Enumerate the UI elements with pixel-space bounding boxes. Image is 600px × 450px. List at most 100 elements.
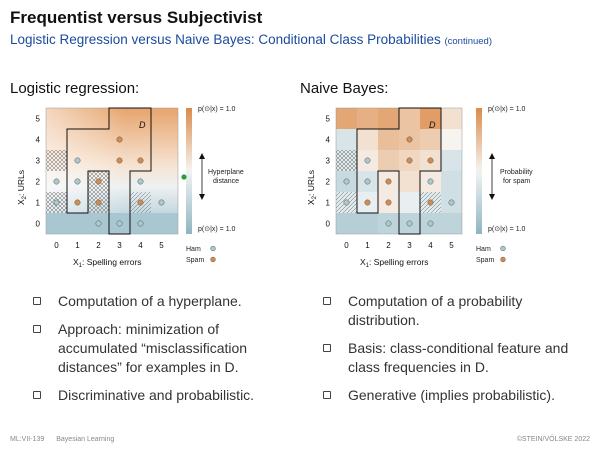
lr-x-axis-label: X1: Spelling errors — [73, 257, 142, 269]
left-bullet-list: Computation of a hyperplane. Approach: m… — [28, 292, 290, 414]
nb-spam-point — [385, 199, 392, 206]
right-bullet-3: Generative (implies probabilistic). — [318, 386, 593, 405]
lr-ham-point — [116, 220, 123, 227]
nb-spam-point — [364, 199, 371, 206]
lr-bar-mid-label-2: distance — [213, 178, 239, 185]
nb-x-axis-label: X1: Spelling errors — [360, 257, 429, 269]
nb-ham-point — [427, 178, 434, 185]
footer-topic: Bayesian Learning — [56, 436, 115, 443]
lr-y-tick-label: 5 — [36, 115, 41, 124]
nb-y-tick-label: 2 — [326, 178, 331, 187]
nb-y-tick-label: 1 — [326, 199, 331, 208]
nb-spam-point — [406, 157, 413, 164]
lr-y-axis-label: X2: URLs — [16, 170, 28, 205]
nb-bar-mid-label-2: for spam — [503, 178, 530, 185]
nb-cell — [399, 108, 420, 129]
lr-ham-point — [53, 178, 60, 185]
lr-x-tick-label: 1 — [75, 241, 80, 250]
lr-ham-point — [95, 220, 102, 227]
lr-spam-point — [95, 178, 102, 185]
right-heading: Naive Bayes: — [300, 80, 389, 97]
nb-cell — [441, 129, 462, 150]
nb-x-tick-label: 5 — [449, 241, 454, 250]
nb-y-tick-label: 4 — [326, 136, 331, 145]
nb-legend-ham-label: Ham — [476, 246, 491, 253]
nb-probability-arrow — [489, 153, 495, 200]
nb-cell — [336, 108, 357, 129]
lr-ham-point — [137, 220, 144, 227]
lr-hatched-cells — [46, 150, 151, 213]
nb-x-tick-label: 2 — [386, 241, 391, 250]
bullet-box-icon — [323, 391, 331, 399]
nb-cell — [441, 150, 462, 171]
bullet-line: Generative (implies probabilistic). — [348, 387, 555, 403]
lr-legend-spam-label: Spam — [186, 257, 204, 264]
nb-region-d-boundary — [356, 107, 442, 235]
lr-current-value-marker — [181, 174, 187, 180]
nb-cell — [420, 108, 441, 129]
nb-cell — [441, 171, 462, 192]
slide-subtitle: Logistic Regression versus Naive Bayes: … — [10, 32, 492, 47]
slide-title: Frequentist versus Subjectivist — [10, 8, 263, 27]
nb-cell — [378, 150, 399, 171]
lr-region-d-boundary — [66, 107, 152, 235]
nb-spam-point — [385, 178, 392, 185]
left-bullet-1: Computation of a hyperplane. — [28, 292, 290, 311]
nb-y-axis-label: X2: URLs — [306, 170, 318, 205]
lr-region-label: D — [139, 120, 146, 130]
nb-region-label: D — [429, 120, 436, 130]
bullet-line: Computation of a hyperplane. — [58, 293, 242, 309]
bullet-line: Approach: minimization of — [58, 321, 220, 337]
nb-cell — [357, 129, 378, 150]
bullet-box-icon — [33, 297, 41, 305]
lr-ham-point — [53, 199, 60, 206]
nb-bar-top-label: p(⊙|x) = 1.0 — [488, 106, 526, 113]
nb-spam-point — [427, 199, 434, 206]
nb-ham-point — [343, 178, 350, 185]
left-heading: Logistic regression: — [10, 80, 140, 97]
lr-legend-ham-label: Ham — [186, 246, 201, 253]
bullet-line: distances” for examples in D. — [58, 359, 239, 375]
bullet-box-icon — [323, 344, 331, 352]
nb-cell — [378, 108, 399, 129]
bullet-line: class frequencies in D. — [348, 359, 489, 375]
nb-legend-spam-label: Spam — [476, 257, 494, 264]
lr-bar-bottom-label: p(⊙|x) = 1.0 — [198, 226, 236, 233]
nb-legend-spam-icon — [500, 256, 506, 263]
nb-cell — [336, 213, 357, 234]
lr-bar-mid-label-1: Hyperplane — [208, 169, 244, 176]
nb-spam-point — [406, 136, 413, 143]
nb-cell — [357, 108, 378, 129]
bullet-line: Computation of a probability — [348, 293, 523, 309]
nb-y-tick-label: 5 — [326, 115, 331, 124]
nb-ham-point — [448, 199, 455, 206]
nb-ham-point — [364, 178, 371, 185]
nb-legend-ham-icon — [500, 245, 506, 252]
nb-ham-point — [427, 220, 434, 227]
lr-x-tick-label: 5 — [159, 241, 164, 250]
lr-color-bar — [186, 108, 192, 234]
nb-ham-point — [406, 220, 413, 227]
nb-ham-point — [385, 220, 392, 227]
nb-color-bar — [476, 108, 482, 234]
nb-spam-point — [427, 157, 434, 164]
lr-y-tick-label: 2 — [36, 178, 41, 187]
lr-bar-top-label: p(⊙|x) = 1.0 — [198, 106, 236, 113]
lr-spam-point — [116, 136, 123, 143]
lr-hyperplane-arrow — [199, 153, 205, 200]
lr-y-tick-label: 0 — [36, 220, 41, 229]
nb-cell — [357, 213, 378, 234]
lr-ham-point — [74, 178, 81, 185]
nb-cell — [441, 108, 462, 129]
lr-x-tick-label: 4 — [138, 241, 143, 250]
nb-x-tick-label: 3 — [407, 241, 412, 250]
lr-ham-point — [137, 178, 144, 185]
nb-bar-mid-label-1: Probability — [500, 169, 533, 176]
left-bullet-3: Discriminative and probabilistic. — [28, 386, 290, 405]
footer-copyright: ©STEIN/VÖLSKE 2022 — [516, 436, 590, 443]
lr-x-tick-label: 0 — [54, 241, 59, 250]
